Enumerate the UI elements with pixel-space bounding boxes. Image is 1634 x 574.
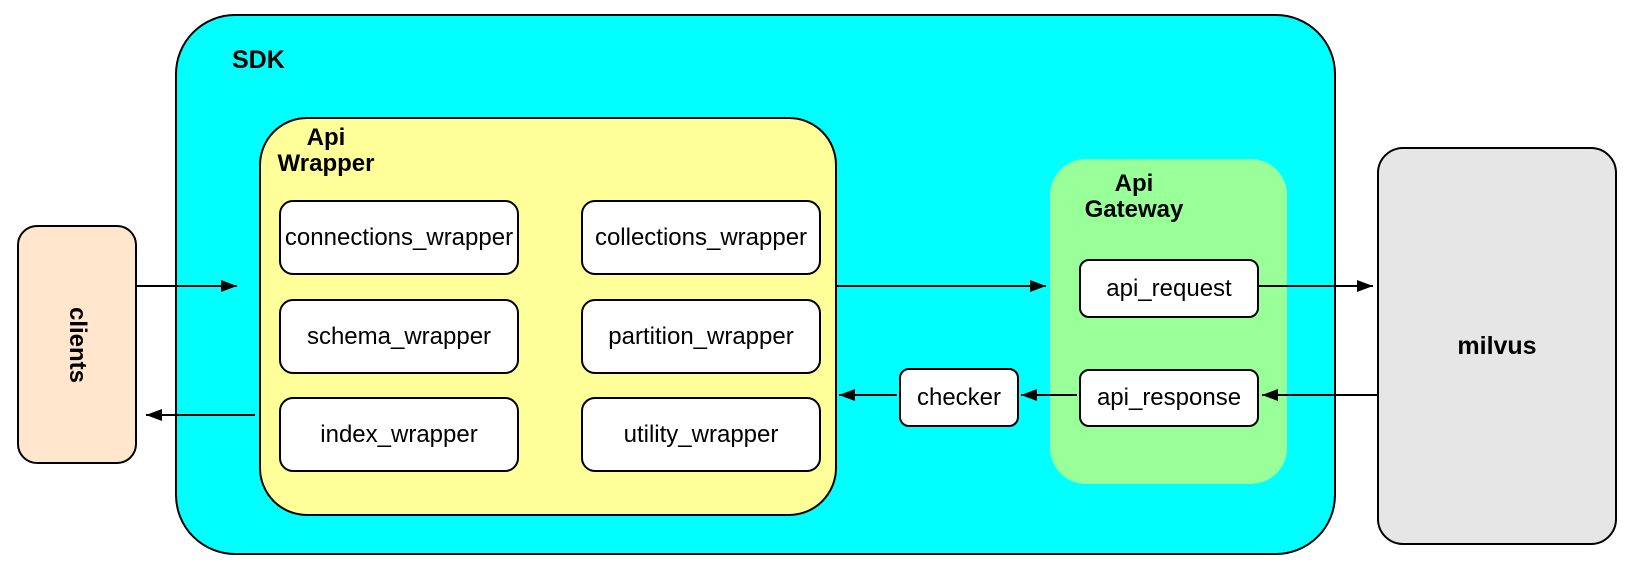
- api-request-box: api_request: [1079, 259, 1259, 318]
- api-response-box: api_response: [1079, 369, 1259, 427]
- api-wrapper-label: Api Wrapper: [271, 125, 381, 177]
- clients-box: clients: [17, 225, 137, 464]
- milvus-box: milvus: [1377, 147, 1617, 545]
- sdk-label: SDK: [232, 46, 285, 74]
- api-wrapper-label-line2: Wrapper: [277, 150, 375, 177]
- connections-wrapper-box: connections_wrapper: [279, 200, 519, 275]
- api-wrapper-label-line1: Api: [306, 124, 346, 151]
- collections-wrapper-box: collections_wrapper: [581, 200, 821, 275]
- partition-wrapper-box: partition_wrapper: [581, 299, 821, 374]
- sdk-container: SDK Api Wrapper connections_wrapper coll…: [175, 14, 1336, 555]
- api-wrapper-container: Api Wrapper connections_wrapper collecti…: [259, 117, 837, 516]
- checker-box: checker: [899, 368, 1019, 427]
- api-gateway-label-line1: Api: [1114, 170, 1154, 197]
- schema-wrapper-box: schema_wrapper: [279, 299, 519, 374]
- index-wrapper-box: index_wrapper: [279, 397, 519, 472]
- api-gateway-label-line2: Gateway: [1084, 196, 1184, 223]
- utility-wrapper-box: utility_wrapper: [581, 397, 821, 472]
- clients-label: clients: [64, 306, 91, 383]
- milvus-label: milvus: [1457, 331, 1537, 360]
- api-gateway-container: Api Gateway api_request api_response: [1050, 159, 1287, 484]
- api-gateway-label: Api Gateway: [1068, 171, 1200, 223]
